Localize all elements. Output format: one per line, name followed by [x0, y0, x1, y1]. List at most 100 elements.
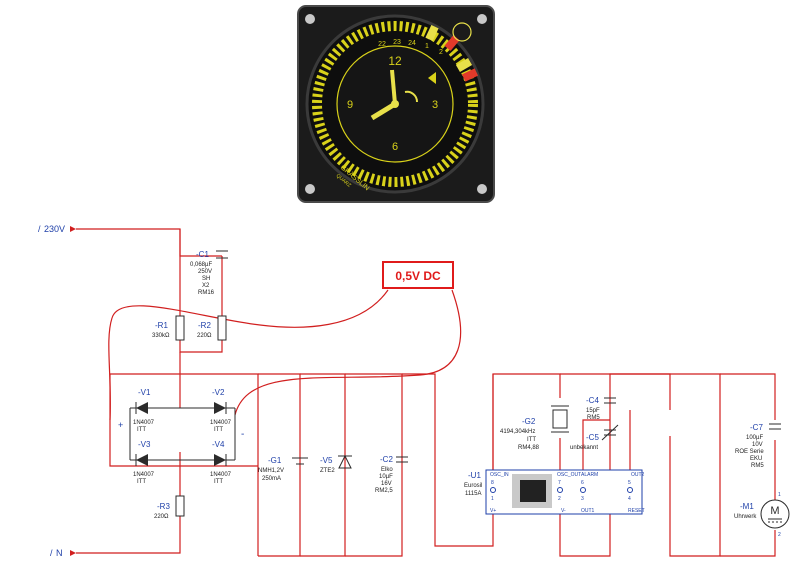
- ic-pin-icon: [580, 487, 586, 493]
- c2-ref: -C2: [380, 455, 393, 464]
- v4-line: ITT: [214, 479, 223, 485]
- ic-pin-icon: [490, 487, 496, 493]
- v2-ref: -V2: [212, 388, 225, 397]
- ring-number: 2: [439, 49, 443, 56]
- ic-pin-label: OSC_OUT: [557, 472, 581, 478]
- wiring: [76, 228, 776, 557]
- net-230v-label: 230V: [44, 224, 65, 234]
- ic-pin-label: OUT2: [631, 472, 645, 478]
- motor-symbol: M: [770, 505, 779, 517]
- m1-line: Uhrwerk: [734, 514, 757, 520]
- ring-number: 22: [378, 41, 386, 48]
- m1-ref: -M1: [740, 502, 754, 511]
- ic-pin-number: 5: [628, 480, 631, 486]
- g2-line: 4194,304kHz: [500, 429, 535, 435]
- ic-pin-label: ALARM: [581, 472, 598, 478]
- resistor-r2: -R2 220Ω: [197, 315, 227, 341]
- resistor-r1: -R1 330kΩ: [152, 315, 185, 341]
- ic-pin-label: OUT1: [581, 508, 595, 514]
- ic-u1: -U1 Eurosil 1115A OSC_IN OSC_OUT ALARM O…: [464, 469, 645, 515]
- c2-line: RM2,5: [375, 488, 393, 494]
- ic-pin-icon: [627, 487, 633, 493]
- ic-chip-icon: [520, 480, 546, 502]
- diode-v1: -V1 1N4007 ITT: [133, 388, 155, 433]
- ic-pin-number: 8: [491, 480, 494, 486]
- r1-ref: -R1: [155, 321, 168, 330]
- v1-ref: -V1: [138, 388, 151, 397]
- ic-pin-icon: [557, 487, 563, 493]
- diode-v4: -V4 1N4007 ITT: [210, 440, 232, 485]
- timer-photo: 12 3 6 9 22 23 24 1 2 GRÄSSLIN QUARZ: [297, 5, 495, 203]
- r3-value: 220Ω: [154, 514, 169, 520]
- ring-number: 24: [408, 40, 416, 47]
- r2-value: 220Ω: [197, 333, 212, 339]
- v3-line: ITT: [137, 479, 146, 485]
- motor-m1: M 1 2 -M1 Uhrwerk: [734, 492, 790, 538]
- v3-line: 1N4007: [133, 472, 155, 478]
- crystal-g2: -G2 4194,304kHz ITT RM4,88: [500, 405, 569, 451]
- c5-line: unbekannt: [570, 445, 598, 451]
- dial-center-number: 12: [388, 54, 402, 68]
- c1-line: 250V: [198, 269, 212, 275]
- u1-ref: -U1: [468, 471, 481, 480]
- screw-icon: [305, 14, 315, 24]
- clock-hands: [370, 69, 399, 121]
- dial-number-3: 3: [432, 99, 438, 111]
- net-230v: / 230V: [38, 224, 76, 234]
- v1-line: ITT: [137, 427, 146, 433]
- ring-number: 1: [425, 43, 429, 50]
- capacitor-c7: -C7 100µF 10V ROE Serie EKU RM5: [735, 423, 781, 469]
- pointer-triangle-icon: [428, 72, 436, 84]
- r3-ref: -R3: [157, 502, 170, 511]
- measurement-callout: 0,5V DC: [382, 261, 454, 289]
- bridge-minus-sign: -: [241, 429, 244, 440]
- c7-line: EKU: [750, 456, 762, 462]
- ic-pin-number: 1: [491, 496, 494, 502]
- ic-pin-number: 2: [558, 496, 561, 502]
- ic-pin-label: V-: [561, 508, 566, 514]
- capacitor-c5: -C5 unbekannt: [570, 424, 619, 451]
- v4-ref: -V4: [212, 440, 225, 449]
- c1-line: 0,068µF: [190, 262, 212, 268]
- c7-line: 100µF: [746, 435, 763, 441]
- dial-number-9: 9: [347, 99, 353, 111]
- measurement-probe-wires: [108, 289, 462, 421]
- v3-ref: -V3: [138, 440, 151, 449]
- zener-v5: -V5 ZTE2: [320, 454, 352, 474]
- r1-value: 330kΩ: [152, 333, 170, 339]
- v5-line: ZTE2: [320, 468, 335, 474]
- net-prefix: /: [50, 548, 53, 558]
- c1-line: RM16: [198, 290, 215, 296]
- c4-line: 15pF: [586, 408, 600, 414]
- measurement-label: 0,5V DC: [395, 269, 441, 283]
- ic-pin-number: 3: [581, 496, 584, 502]
- g1-ref: -G1: [268, 456, 282, 465]
- c1-ref: -C1: [196, 250, 209, 259]
- capacitor-c2: -C2 Elko 10µF 16V RM2,5: [375, 455, 408, 494]
- g1-line: NMH1,2V: [258, 468, 284, 474]
- capacitor-c4: -C4 15pF RM5: [586, 396, 616, 421]
- c7-line: RM5: [751, 463, 764, 469]
- g2-ref: -G2: [522, 417, 536, 426]
- g2-line: RM4,88: [518, 445, 540, 451]
- v2-line: 1N4007: [210, 420, 232, 426]
- ic-pin-number: 4: [628, 496, 631, 502]
- dial-number-6: 6: [392, 141, 398, 153]
- net-neutral-label: N: [56, 548, 63, 558]
- screw-icon: [477, 184, 487, 194]
- c1-line: X2: [202, 283, 210, 289]
- tappet-yellow: [455, 58, 473, 72]
- c5-ref: -C5: [586, 433, 599, 442]
- motor-icon: [760, 499, 790, 529]
- c2-line: Elko: [381, 467, 393, 473]
- u1-line: 1115A: [465, 491, 481, 497]
- diode-v2: -V2 1N4007 ITT: [210, 388, 232, 433]
- tappet-ring: [312, 21, 478, 187]
- bridge-plus-sign: +: [118, 420, 123, 430]
- net-neutral: / N: [50, 548, 76, 558]
- motor-pin-number: 1: [778, 492, 781, 498]
- ic-pin-label: V+: [490, 508, 496, 514]
- ic-pin-label: RESET: [628, 508, 645, 514]
- tappet-yellow: [425, 24, 439, 42]
- resistor-r3: -R3 220Ω: [154, 495, 185, 520]
